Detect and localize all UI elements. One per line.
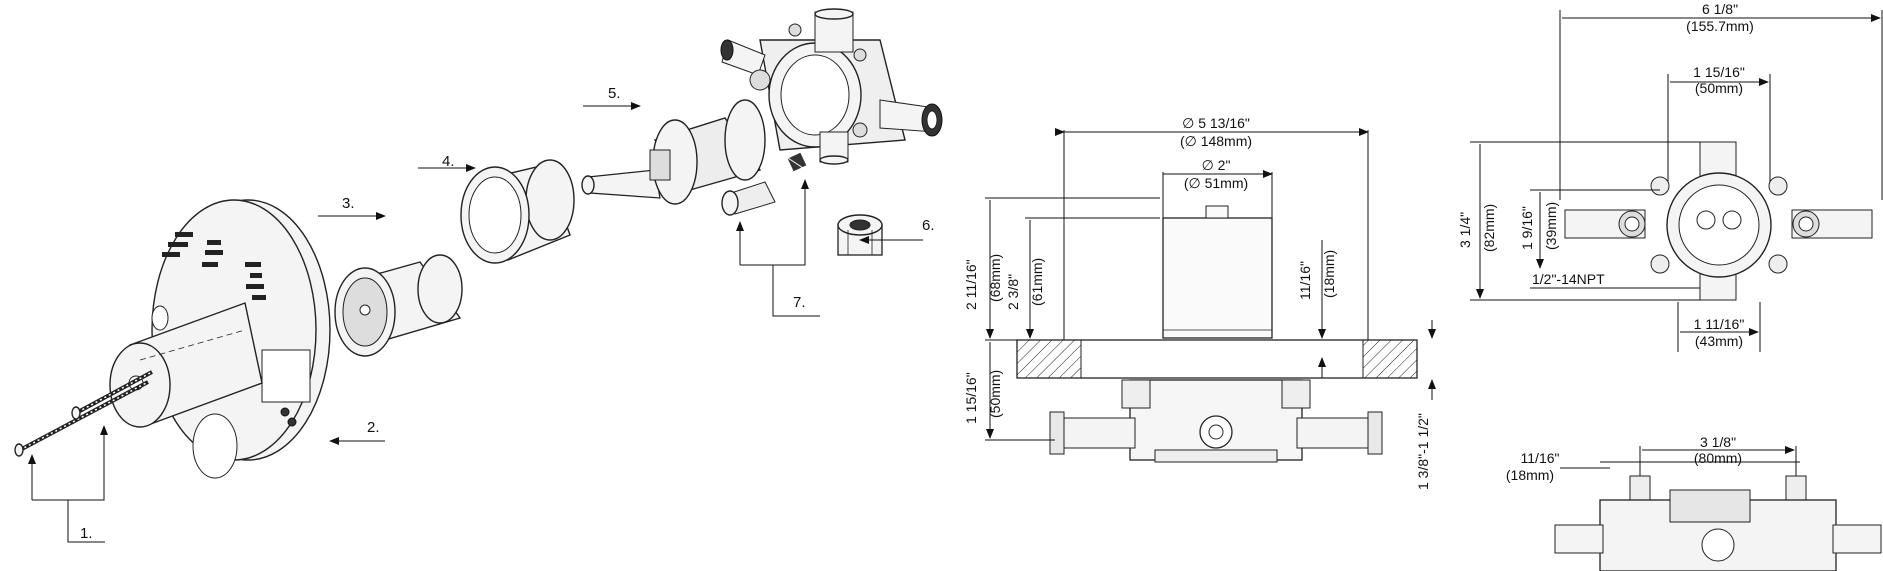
flange-dia-in: ∅ 5 13/16" <box>1182 115 1250 131</box>
spacing-mm: (80mm) <box>1694 450 1742 466</box>
cap-nut <box>837 214 883 256</box>
h3-mm: (18mm) <box>1321 250 1337 298</box>
h4-in: 1 15/16" <box>963 372 979 424</box>
w-bottom-mm: (43mm) <box>1695 333 1743 349</box>
h2-in: 2 3/8" <box>1005 274 1021 310</box>
w-mid-in: 1 15/16" <box>1693 64 1745 80</box>
callout-3: 3. <box>342 195 355 212</box>
callout-5: 5. <box>608 85 621 102</box>
mounting-screws <box>14 370 153 457</box>
front-view: 6 1/8" (155.7mm) 1 15/16" (50mm) 3 1/4" … <box>1457 1 1883 352</box>
body-dia-in: ∅ 2" <box>1202 157 1231 173</box>
h2-mm: (61mm) <box>1029 258 1045 306</box>
callout-1: 1. <box>80 525 93 542</box>
side-section-view: ∅ 5 13/16" (∅ 148mm) ∅ 2" (∅ 51mm) <box>963 115 1436 490</box>
offset-mm: (18mm) <box>1506 467 1554 483</box>
h4-mm: (50mm) <box>987 370 1003 418</box>
trim-ring <box>460 159 575 264</box>
spacing-in: 3 1/8" <box>1700 434 1736 450</box>
w-total-mm: (155.7mm) <box>1686 18 1754 34</box>
h-off-in: 1 9/16" <box>1519 206 1535 250</box>
h-total-in: 3 1/4" <box>1457 212 1473 248</box>
h1-mm: (68mm) <box>987 254 1003 302</box>
exploded-view: 1. 2. 3. 4. 5. 6. 7. <box>14 8 943 543</box>
h-off-mm: (39mm) <box>1543 202 1559 250</box>
check-stops <box>721 152 807 216</box>
w-mid-mm: (50mm) <box>1695 80 1743 96</box>
callout-6: 6. <box>922 217 935 234</box>
callout-4: 4. <box>442 153 455 170</box>
valve-body-exploded <box>720 8 943 165</box>
offset-in: 11/16" <box>1521 450 1560 466</box>
w-bottom-in: 1 11/16" <box>1694 316 1745 332</box>
h-total-mm: (82mm) <box>1481 204 1497 252</box>
flange-dia-mm: (∅ 148mm) <box>1180 133 1252 149</box>
body-dia-mm: (∅ 51mm) <box>1184 175 1248 191</box>
h3-in: 11/16" <box>1297 261 1313 300</box>
h1-in: 2 11/16" <box>963 259 979 310</box>
callout-2: 2. <box>367 419 380 436</box>
callout-leaders <box>28 102 923 543</box>
bottom-view: 3 1/8" (80mm) 11/16" (18mm) <box>1506 434 1882 571</box>
wall-range: 1 3/8"-1 1/2" <box>1415 413 1431 490</box>
callout-7: 7. <box>793 294 806 311</box>
w-total-in: 6 1/8" <box>1702 1 1738 17</box>
cartridge-sleeve <box>334 254 463 357</box>
valve-cartridge <box>581 99 766 205</box>
npt-thread: 1/2"-14NPT <box>1532 271 1605 287</box>
